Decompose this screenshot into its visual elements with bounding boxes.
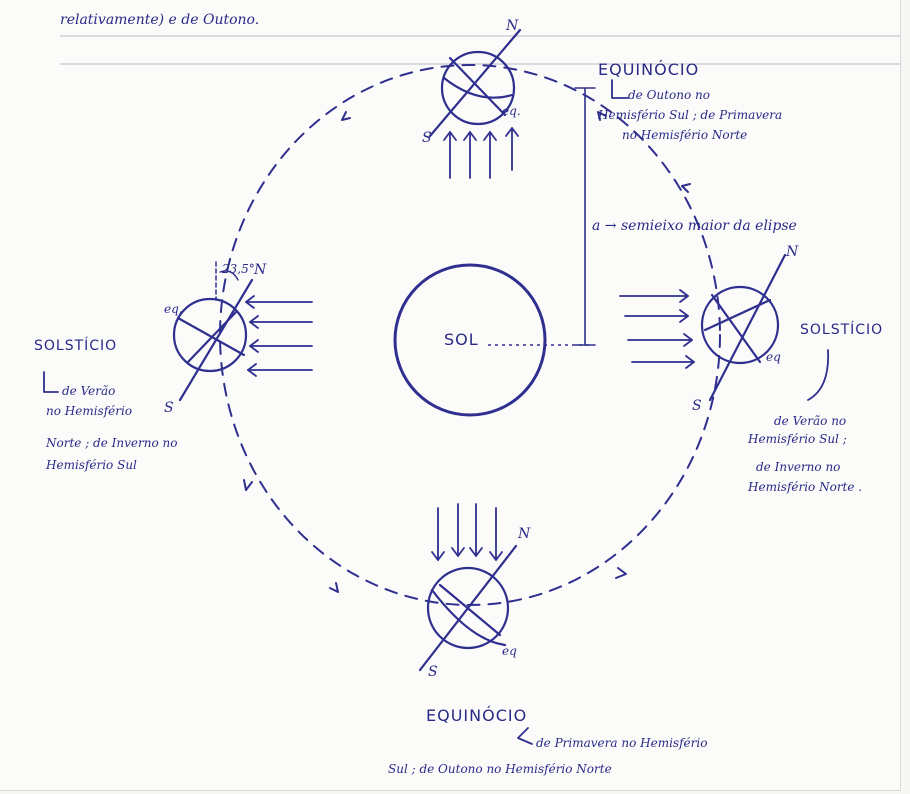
right-line-1: de Verão no: [774, 414, 846, 428]
bottom-title: EQUINÓCIO: [426, 706, 527, 725]
top-pole-s: S: [422, 130, 432, 146]
left-line-2: no Hemisfério: [46, 404, 132, 418]
semi-axis-marker: [575, 88, 595, 345]
orbit-arrow: [616, 568, 626, 578]
right-line-2: Hemisfério Sul ;: [748, 432, 847, 446]
left-line-3: Norte ; de Inverno no: [46, 436, 177, 450]
left-pole-s: S: [164, 400, 174, 416]
orbit-arrow: [330, 583, 338, 592]
left-title: SOLSTÍCIO: [34, 338, 117, 354]
top-pole-n: N: [506, 18, 518, 34]
orbit-arrow: [244, 480, 252, 490]
right-title: SOLSTÍCIO: [800, 322, 883, 338]
left-tilt-angle: 23,5°: [222, 262, 255, 276]
right-pole-s: S: [692, 398, 702, 414]
bottom-line-1: de Primavera no Hemisfério: [536, 736, 707, 750]
orbit-arrow: [342, 112, 350, 120]
right-line-4: Hemisfério Norte .: [748, 480, 862, 494]
left-line-4: Hemisfério Sul: [46, 458, 137, 472]
bottom-eq: eq: [502, 644, 517, 658]
right-line-3: de Inverno no: [756, 460, 840, 474]
sun-rays-right: [620, 290, 694, 368]
top-line-3: no Hemisfério Norte: [622, 128, 747, 142]
orbit-direction-arrows: [244, 112, 690, 592]
top-line-1: de Outono no: [628, 88, 710, 102]
left-pole-n: N: [254, 262, 266, 278]
bottom-pole-n: N: [518, 526, 530, 542]
bottom-pole-s: S: [428, 664, 438, 680]
right-eq: eq: [766, 350, 781, 364]
caption-hooks: [44, 80, 828, 744]
left-eq: eq.: [164, 302, 183, 316]
semi-axis-label: a → semieixo maior da elipse: [592, 218, 797, 234]
sun-label: SOL: [444, 330, 479, 349]
top-line-2: Hemisfério Sul ; de Primavera: [598, 108, 782, 122]
sun-rays-left: [246, 296, 312, 376]
top-title: EQUINÓCIO: [598, 60, 699, 79]
top-eq: eq.: [502, 104, 521, 118]
earth-left: [174, 262, 252, 400]
left-line-1: de Verão: [62, 384, 115, 398]
orbit-arrow: [682, 184, 690, 192]
earth-top: [430, 30, 520, 136]
right-pole-n: N: [786, 244, 798, 260]
bottom-line-2: Sul ; de Outono no Hemisfério Norte: [388, 762, 612, 776]
sun-rays-top: [444, 128, 518, 178]
sun-rays-bottom: [432, 504, 502, 560]
header-text: relativamente) e de Outono.: [60, 12, 259, 28]
